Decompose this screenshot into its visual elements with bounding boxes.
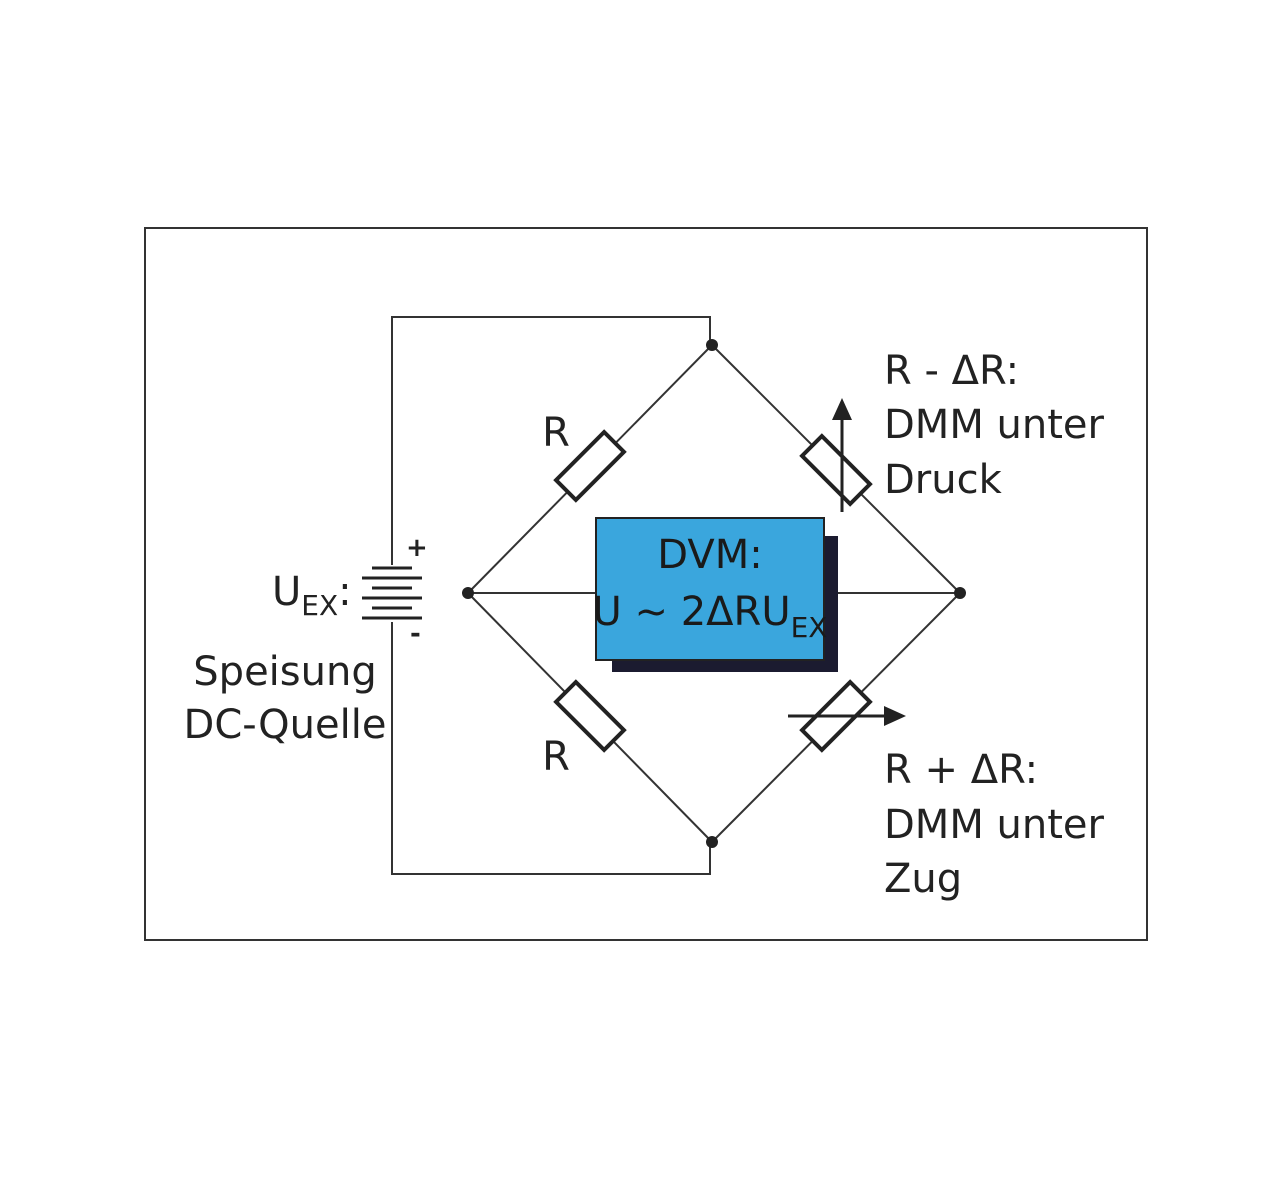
gauge-bottom-label-line2: DMM unter — [884, 802, 1105, 848]
node-left — [462, 587, 474, 599]
gauge-top-label-line2: DMM unter — [884, 402, 1105, 448]
supply-voltage-symbol: U — [272, 569, 301, 615]
node-right — [954, 587, 966, 599]
supply-wire-bottom — [391, 622, 711, 875]
battery-plus-sign: + — [406, 533, 428, 563]
gauge-bottom-label-line1: R + ΔR: — [884, 747, 1038, 793]
dvm-box — [595, 517, 825, 661]
dvm-formula-subscript: EX — [791, 611, 828, 644]
dvm-title: DVM: — [657, 532, 762, 578]
supply-caption-line2: DC-Quelle — [184, 702, 387, 748]
supply-voltage-colon: : — [338, 569, 351, 615]
supply-caption-line1: Speisung — [193, 649, 376, 695]
supply-wire-top — [391, 316, 711, 565]
variable-arrow-right-icon — [788, 706, 906, 726]
node-top — [706, 339, 718, 351]
resistor-top-left — [553, 429, 627, 503]
resistor-bottom-left — [553, 679, 627, 753]
gauge-bottom-label-line3: Zug — [884, 856, 962, 902]
battery-minus-sign: - — [410, 619, 421, 649]
gauge-top-label-line3: Druck — [884, 457, 1003, 503]
dvm-formula: U ~ 2ΔRUEX — [593, 589, 828, 644]
supply-voltage-label: UEX: — [272, 569, 352, 622]
variable-arrow-up-icon — [832, 398, 852, 512]
node-bottom — [706, 836, 718, 848]
gauge-top-label-line1: R - ΔR: — [884, 348, 1019, 394]
resistor-top-left-label: R — [542, 410, 570, 456]
resistor-bottom-left-label: R — [542, 734, 570, 780]
battery-symbol — [362, 565, 422, 622]
supply-voltage-subscript: EX — [301, 589, 338, 622]
strain-gauge-top-right — [799, 433, 873, 507]
diagram-frame — [144, 227, 1148, 941]
dvm-formula-main: U ~ 2ΔRU — [593, 589, 791, 635]
